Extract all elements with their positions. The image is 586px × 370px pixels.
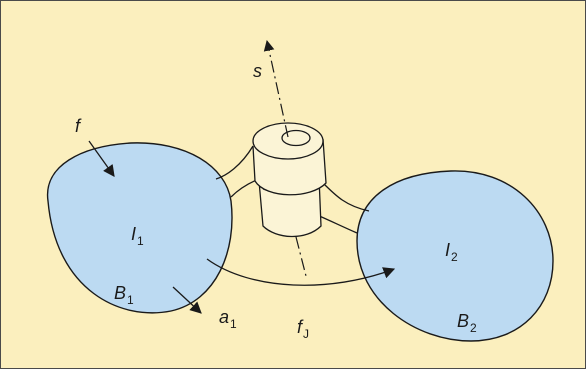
body-2	[356, 170, 554, 342]
force-f-arrow	[88, 140, 115, 177]
label-B1: B1	[114, 283, 134, 307]
joint-cylinder-hole	[281, 129, 311, 147]
accel-a1-arrow	[172, 286, 202, 314]
label-fJ: fJ	[297, 317, 309, 341]
label-a1: a1	[219, 307, 237, 331]
body-1	[46, 142, 233, 314]
label-s: s	[253, 61, 262, 81]
axis-s-upper	[263, 39, 289, 138]
label-I2: I2	[445, 240, 458, 264]
axis-s-lower	[295, 236, 307, 277]
label-B2: B2	[457, 311, 477, 335]
joint-force-fJ-arrow	[206, 258, 396, 286]
label-f: f	[75, 116, 82, 136]
label-I1: I1	[131, 224, 144, 248]
